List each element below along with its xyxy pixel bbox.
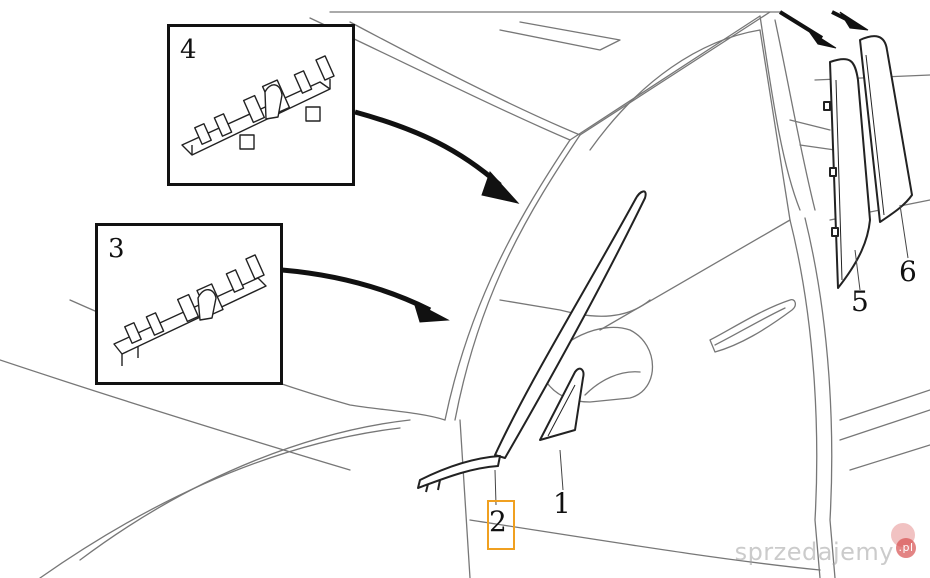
clip-part-3-drawing xyxy=(113,254,267,366)
callout-part-1: 1 xyxy=(553,487,571,520)
watermark: sprzedajemy.pl xyxy=(735,538,916,566)
detail-box-4: 4 xyxy=(167,24,355,186)
detail-box-3: 3 xyxy=(95,223,283,385)
detail-label-3: 3 xyxy=(108,234,125,264)
watermark-badge: .pl xyxy=(896,538,916,558)
callout-part-6: 6 xyxy=(899,255,917,288)
detail-label-4: 4 xyxy=(180,35,197,65)
callout-part-2: 2 xyxy=(489,505,507,538)
callout-part-5: 5 xyxy=(851,285,869,318)
clip-part-4-drawing xyxy=(181,55,335,156)
watermark-text: sprzedajemy xyxy=(734,538,894,566)
callout-highlight-box xyxy=(487,500,515,550)
